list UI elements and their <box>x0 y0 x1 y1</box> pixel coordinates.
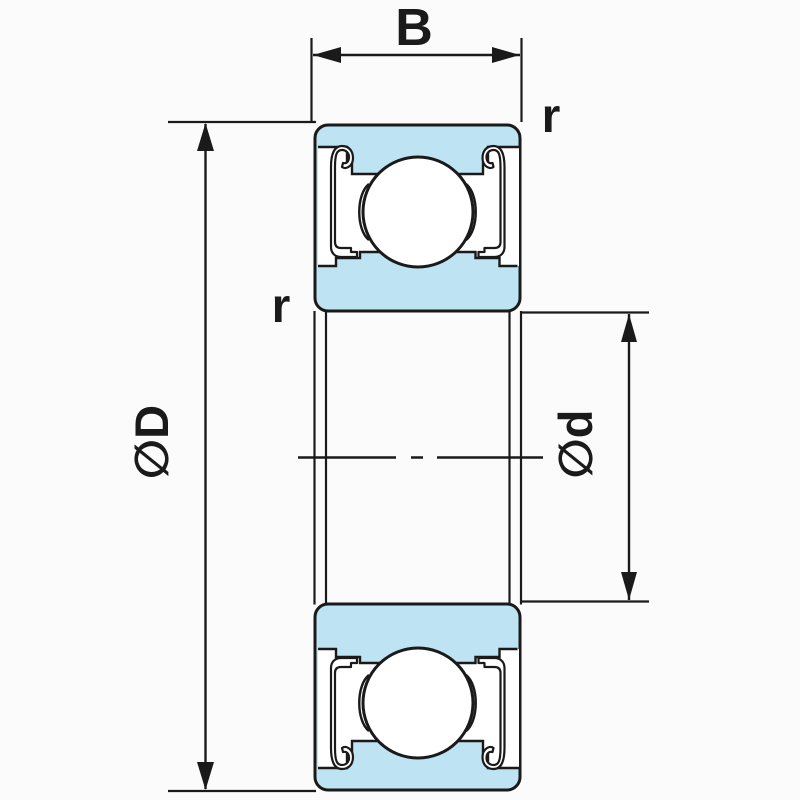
arrowhead-down <box>197 762 214 790</box>
outer-diameter-label: ∅D <box>125 405 178 479</box>
top-bearing-section <box>315 125 520 311</box>
bore-diameter-dimension: ∅d <box>520 311 649 603</box>
b-dimension-label: B <box>395 0 433 57</box>
arrowhead-up <box>621 314 637 342</box>
arrowhead-down <box>621 572 637 600</box>
arrowhead-left <box>313 47 341 63</box>
bore-diameter-label: ∅d <box>549 410 602 479</box>
arrowhead-up <box>197 123 214 151</box>
bottom-bearing-section <box>315 604 520 790</box>
outer-diameter-dimension: ∅D <box>125 120 316 793</box>
b-dimension: B <box>310 0 523 122</box>
corner-radius-label-side: r <box>272 280 291 333</box>
arrowhead-right <box>492 47 520 63</box>
corner-radius-label-top: r <box>542 90 561 143</box>
